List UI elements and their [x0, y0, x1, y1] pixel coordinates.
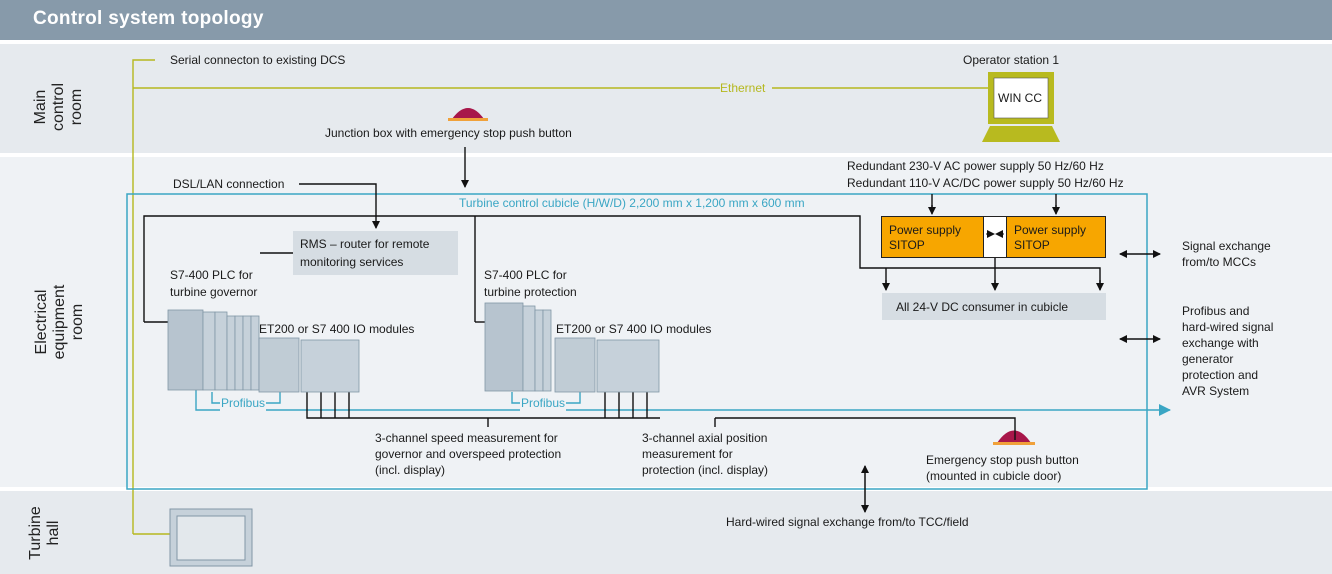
plc-governor-label-2: turbine governor — [170, 285, 258, 299]
serial-connection-label: Serial connecton to existing DCS — [170, 53, 346, 67]
profibus-label-1: Profibus — [220, 395, 267, 411]
turbine-hall-panel-icon — [169, 508, 253, 567]
signal-mcc-label-1: Signal exchange — [1182, 239, 1271, 253]
operator-monitor-icon — [982, 72, 1060, 142]
page-title: Control system topology — [33, 8, 264, 29]
profibus-hardwired-label: Profibus and hard-wired signal exchange … — [1182, 304, 1274, 398]
estop-label: Emergency stop push button (mounted in c… — [926, 453, 1079, 483]
power-supply-sitop-a: Power supply SITOP — [881, 216, 984, 258]
plc-protection-label-1: S7-400 PLC for — [484, 268, 567, 282]
ethernet-label: Ethernet — [720, 81, 766, 95]
plc-governor-label-1: S7-400 PLC for — [170, 268, 253, 282]
rms-label-line1: RMS – router for remote — [300, 237, 430, 251]
signal-mcc-label-2: from/to MCCs — [1182, 255, 1257, 269]
wincc-label: WIN CC — [998, 91, 1042, 105]
plc-rack-governor — [167, 309, 360, 393]
dsl-lan-label: DSL/LAN connection — [173, 177, 285, 191]
rms-router-box — [293, 231, 458, 275]
header-bar: Control system topology — [0, 0, 1332, 40]
rms-label-line2: monitoring services — [300, 255, 404, 269]
operator-station-label: Operator station 1 — [963, 53, 1060, 67]
speed-measurement-label: 3-channel speed measurement for governor… — [375, 431, 562, 477]
power-supply-110v-label: Redundant 110-V AC/DC power supply 50 Hz… — [847, 176, 1124, 190]
cubicle-label: Turbine control cubicle (H/W/D) 2,200 mm… — [459, 196, 805, 210]
plc-protection-label-2: turbine protection — [484, 285, 577, 299]
junction-box-label: Junction box with emergency stop push bu… — [325, 126, 572, 140]
junction-box-estop-icon — [448, 108, 488, 121]
zone-main-control-room — [0, 44, 1332, 153]
dc-consumer-box — [882, 293, 1106, 320]
dc-consumer-label: All 24-V DC consumer in cubicle — [896, 300, 1069, 314]
ethernet-lines — [132, 59, 988, 535]
cubicle-estop-icon — [993, 430, 1035, 445]
axial-measurement-label: 3-channel axial position measurement for… — [642, 431, 769, 477]
power-supply-sitop-b: Power supply SITOP — [1006, 216, 1106, 258]
io-modules-label-1: ET200 or S7 400 IO modules — [259, 322, 415, 336]
power-supply-230v-label: Redundant 230-V AC power supply 50 Hz/60… — [847, 159, 1104, 173]
plc-rack-protection — [484, 302, 660, 393]
io-modules-label-2: ET200 or S7 400 IO modules — [556, 322, 712, 336]
hardwired-label: Hard-wired signal exchange from/to TCC/f… — [726, 515, 969, 529]
profibus-label-2: Profibus — [520, 395, 567, 411]
